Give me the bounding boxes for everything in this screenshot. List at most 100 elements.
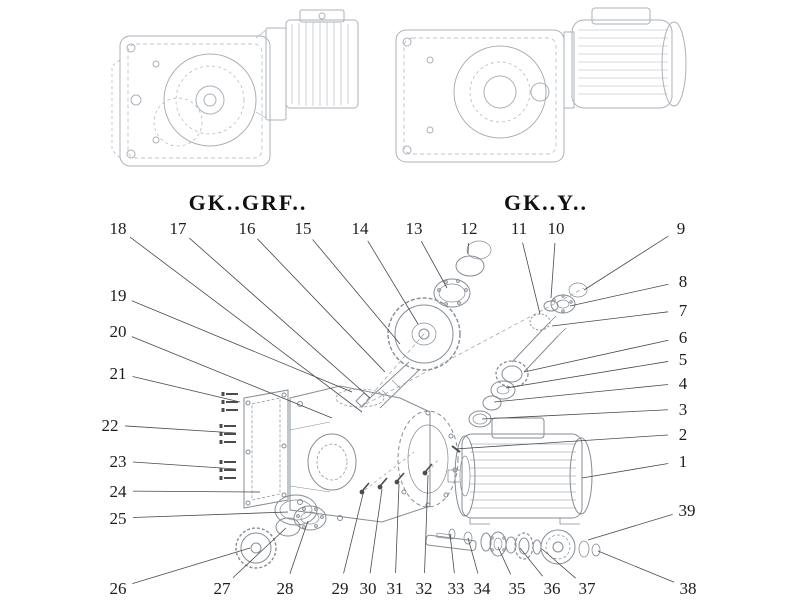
leader-line-27 [232,527,287,579]
leader-line-9 [583,235,669,291]
leader-line-13 [420,240,448,289]
leader-line-21 [132,376,241,403]
leader-line-8 [569,283,669,307]
part-number-23: 23 [110,452,127,471]
part-number-37: 37 [579,579,597,598]
snap-rings [455,240,492,277]
leader-line-34 [467,537,479,574]
part-number-30: 30 [360,579,377,598]
gearbox-drawing-gkgrf [111,9,359,167]
exploded-view [219,240,601,569]
part-number-14: 14 [352,219,370,238]
part-number-31: 31 [387,579,404,598]
output-gear [235,527,277,569]
leader-line-33 [449,533,455,574]
model-label-gkgrf: GK..GRF.. [189,190,308,215]
part-number-34: 34 [474,579,492,598]
input-bearing [433,278,471,308]
leader-line-10 [550,242,556,299]
leader-line-35 [497,546,512,575]
leader-line-3 [481,409,669,420]
part-number-12: 12 [461,219,478,238]
leader-line-18 [129,236,363,413]
part-number-39: 39 [679,501,696,520]
part-number-6: 6 [679,328,688,347]
cover-screws [219,392,238,480]
part-number-27: 27 [214,579,232,598]
part-number-16: 16 [239,219,256,238]
leader-line-29 [343,493,364,574]
large-gear-shaft [355,297,461,409]
output-shaft-kit [425,528,601,565]
leader-line-38 [597,550,675,583]
leader-line-16 [257,238,386,373]
part-number-21: 21 [110,364,127,383]
leader-line-25 [132,511,289,518]
leader-line-4 [493,384,669,403]
part-number-36: 36 [544,579,561,598]
part-number-4: 4 [679,374,688,393]
retaining-ring [275,517,301,537]
part-number-17: 17 [170,219,188,238]
part-number-7: 7 [679,301,688,320]
part-number-29: 29 [332,579,349,598]
part-number-13: 13 [406,219,423,238]
part-number-28: 28 [277,579,294,598]
part-number-15: 15 [295,219,312,238]
leader-line-28 [289,520,309,574]
leader-line-37 [541,548,576,579]
leader-line-1 [581,463,669,479]
leader-line-24 [132,490,261,493]
leader-lines-layer [124,235,675,585]
leader-line-30 [369,488,383,574]
leader-line-14 [367,240,419,325]
leader-line-36 [519,547,543,577]
part-number-38: 38 [680,579,697,598]
part-number-22: 22 [102,416,119,435]
leader-line-15 [312,239,401,345]
output-bearing [293,505,327,531]
part-number-8: 8 [679,272,688,291]
part-number-1: 1 [679,452,688,471]
assembly-axis-line [365,287,585,405]
leader-line-32 [424,474,429,574]
part-number-24: 24 [110,482,128,501]
leader-line-19 [131,300,353,393]
leader-line-20 [131,336,333,419]
bevel-gear-set [468,360,529,428]
leader-line-17 [188,237,371,399]
part-number-20: 20 [110,322,127,341]
assembly-axis-line-2 [359,333,425,409]
electric-motor [447,417,593,525]
part-number-10: 10 [548,219,565,238]
leader-line-31 [395,483,400,574]
part-number-32: 32 [416,579,433,598]
part-number-2: 2 [679,425,688,444]
part-number-18: 18 [110,219,127,238]
part-number-26: 26 [110,579,127,598]
leader-line-7 [551,311,669,327]
model-label-gky: GK..Y.. [504,190,588,215]
leader-line-11 [522,242,541,315]
part-number-35: 35 [509,579,526,598]
leader-line-6 [523,339,669,373]
part-number-5: 5 [679,350,688,369]
part-number-3: 3 [679,400,688,419]
housing-bolts [359,463,433,495]
part-number-9: 9 [677,219,686,238]
side-cover-plate [243,389,289,509]
leader-line-26 [132,547,251,585]
leader-line-23 [132,461,237,470]
pinion-shaft [511,282,588,373]
part-number-11: 11 [511,219,527,238]
leader-line-2 [454,434,669,450]
leader-line-39 [587,513,673,541]
leader-line-5 [505,361,669,389]
leader-line-22 [124,425,237,434]
part-number-33: 33 [448,579,465,598]
part-number-25: 25 [110,509,127,528]
gearbox-drawing-gky [395,7,687,163]
